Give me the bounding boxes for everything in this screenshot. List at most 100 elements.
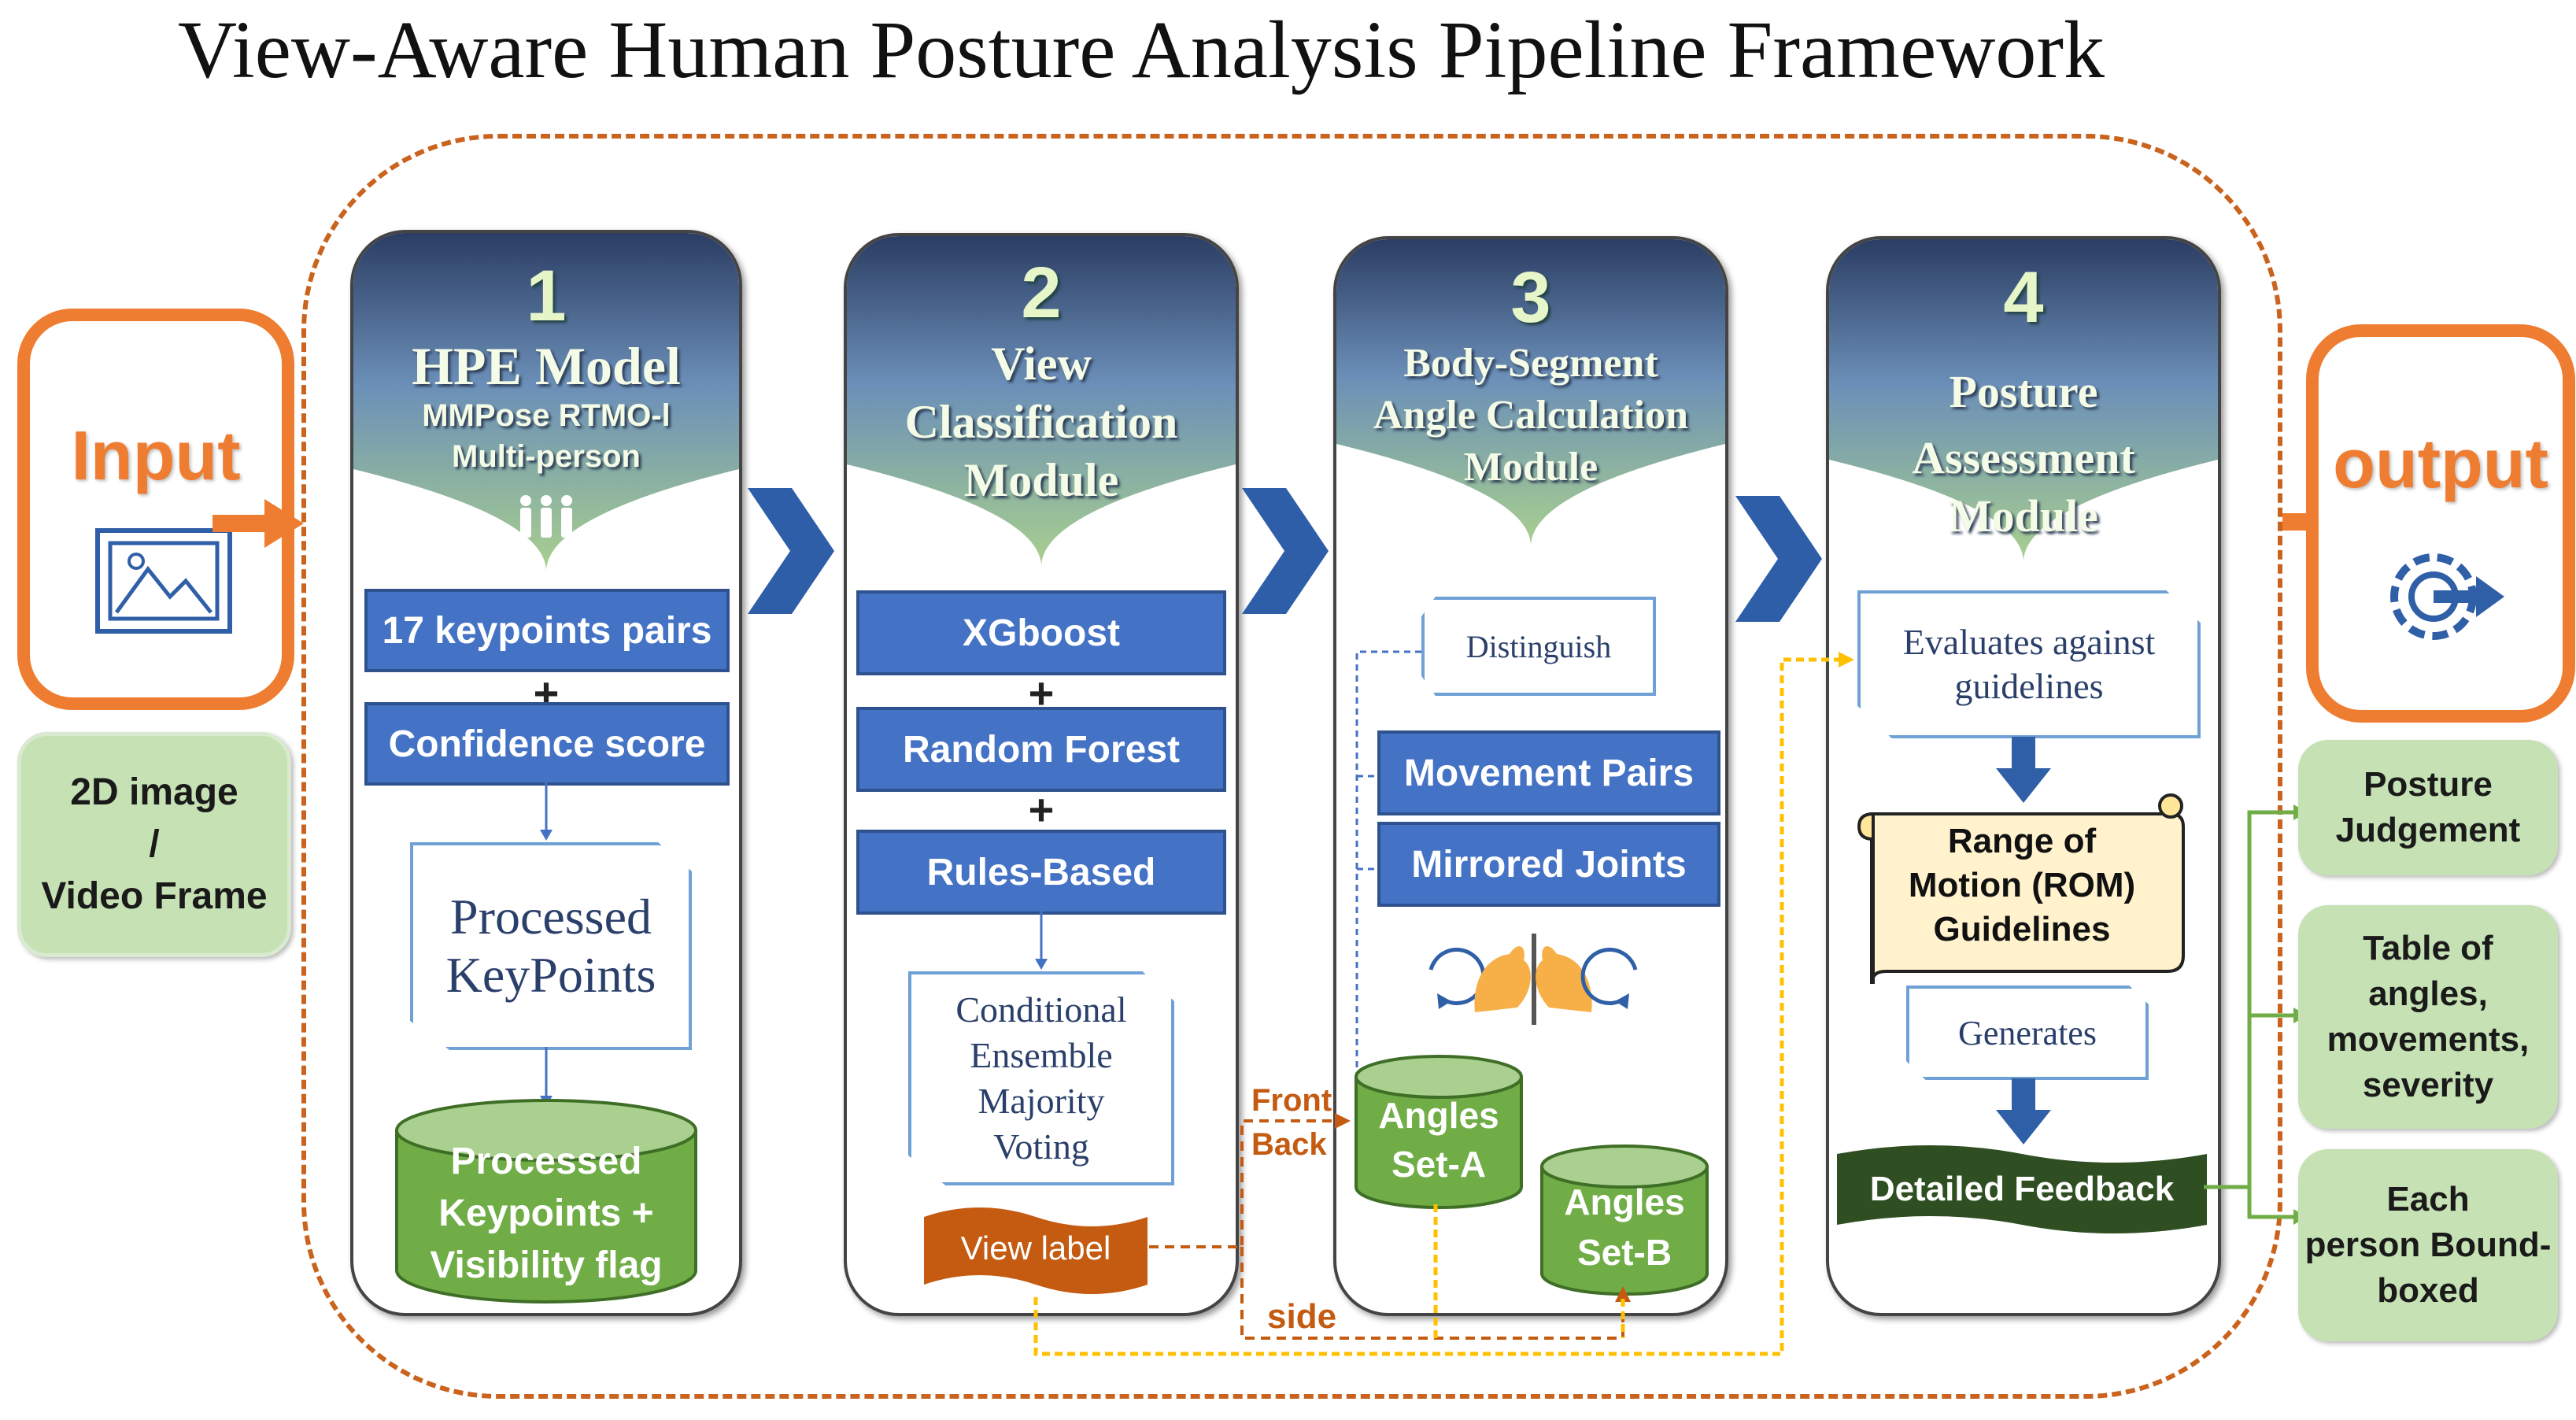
output-angles-table: Table of angles, movements, severity — [2298, 905, 2558, 1129]
processed-keypoints-doc: Processed KeyPoints — [410, 842, 692, 1050]
route-front-label: Front — [1251, 1083, 1332, 1118]
module-header-shape — [1829, 239, 2218, 562]
connector-arrow — [1035, 910, 1048, 970]
doc-line: Processed — [450, 889, 652, 945]
cylinder-label: Visibility flag — [430, 1244, 663, 1286]
module-title: Posture — [1949, 366, 2098, 417]
module-header-shape — [1336, 239, 1725, 546]
route-side-label: side — [1267, 1297, 1337, 1336]
input-note-line: Video Frame — [41, 875, 268, 917]
view-label-banner — [924, 1207, 1148, 1294]
input-note-line: / — [149, 823, 160, 865]
route-back-label: Back — [1251, 1127, 1327, 1162]
module-title: HPE Model — [412, 336, 681, 396]
feedback-banner — [1837, 1145, 2207, 1233]
cylinder-label: Processed — [450, 1141, 642, 1182]
keypoints-cylinder — [395, 1099, 697, 1304]
page-title: View-Aware Human Posture Analysis Pipeli… — [178, 5, 2105, 95]
plus-sign: + — [1028, 785, 1055, 834]
flexed-arms-icon — [1428, 934, 1638, 1025]
module-header-shape — [353, 233, 739, 571]
output-line: boxed — [2377, 1271, 2479, 1310]
doc-line: guidelines — [1954, 666, 2104, 706]
module-title: Assessment — [1912, 432, 2135, 483]
doc-line: KeyPoints — [445, 947, 656, 1003]
doc-line: Voting — [993, 1126, 1089, 1167]
module-posture-assessment: 4 Posture Assessment Module Evaluates ag… — [1826, 236, 2221, 1316]
module-number: 1 — [526, 256, 567, 336]
group-people-icon — [520, 495, 572, 538]
xgboost-box: XGboost — [856, 590, 1226, 675]
random-forest-box: Random Forest — [856, 707, 1226, 792]
cylinder-label: Keypoints + — [438, 1193, 654, 1234]
output-line: person Bound- — [2304, 1226, 2552, 1264]
rom-guidelines-scroll — [1857, 793, 2185, 985]
evaluate-doc: Evaluates against guidelines — [1857, 590, 2201, 738]
chevron-right-icon — [1242, 488, 1329, 614]
module-title: Body-Segment — [1403, 341, 1658, 386]
angles-set-a-cylinder — [1355, 1055, 1523, 1209]
input-note-line: 2D image — [70, 771, 238, 813]
output-line: Table of — [2363, 929, 2493, 967]
confidence-box: Confidence score — [364, 702, 730, 786]
angles-set-b-cylinder — [1540, 1145, 1709, 1296]
output-line: severity — [2362, 1066, 2494, 1104]
output-line: angles, — [2368, 974, 2488, 1013]
scroll-line: Motion (ROM) — [1908, 866, 2136, 904]
module-number: 4 — [2003, 257, 2044, 338]
module-title: Module — [963, 454, 1119, 506]
ensemble-voting-doc: Conditional Ensemble Majority Voting — [908, 971, 1174, 1185]
scroll-line: Range of — [1947, 822, 2097, 860]
output-bounding-boxes: Each person Bound- boxed — [2298, 1149, 2558, 1341]
cylinder-label: Set-B — [1576, 1232, 1672, 1273]
module-title: Module — [1948, 490, 2099, 542]
movement-pairs-box: Movement Pairs — [1377, 730, 1720, 815]
module-number: 3 — [1510, 257, 1551, 338]
export-gear-icon — [2390, 553, 2504, 640]
module-number: 2 — [1021, 253, 1062, 333]
input-box: Input — [17, 309, 294, 710]
chevron-right-icon — [1735, 496, 1822, 622]
mirrored-joints-box: Mirrored Joints — [1377, 822, 1720, 907]
doc-line: Evaluates against — [1902, 622, 2156, 662]
module-view-classification: 2 View Classification Module XGboost + R… — [844, 233, 1239, 1316]
cylinder-label: Angles — [1378, 1095, 1499, 1136]
output-line: Judgement — [2335, 811, 2521, 849]
module-hpe: 1 HPE Model MMPose RTMO-l Multi-person 1… — [350, 230, 742, 1316]
module-title: Angle Calculation — [1373, 393, 1689, 438]
distinguish-doc: Distinguish — [1421, 597, 1656, 696]
input-label: Input — [71, 416, 241, 494]
module-header-shape — [847, 236, 1236, 567]
down-arrow-icon — [1996, 1078, 2051, 1145]
module-title: Module — [1463, 445, 1598, 490]
image-icon — [95, 528, 232, 634]
input-note: 2D image / Video Frame — [17, 732, 291, 957]
scroll-line: Guidelines — [1933, 910, 2111, 949]
view-label-text: View label — [960, 1230, 1111, 1267]
module-subtitle: MMPose RTMO-l — [422, 398, 671, 433]
output-line: Each — [2386, 1180, 2470, 1218]
chevron-right-icon — [748, 488, 834, 614]
module-angle-calculation: 3 Body-Segment Angle Calculation Module … — [1333, 236, 1728, 1316]
output-line: movements, — [2327, 1020, 2530, 1059]
doc-line: Majority — [978, 1081, 1105, 1121]
feedback-text: Detailed Feedback — [1869, 1170, 2175, 1208]
output-label: output — [2333, 424, 2548, 502]
output-posture-judgement: Posture Judgement — [2298, 740, 2558, 875]
rules-based-box: Rules-Based — [856, 830, 1226, 915]
cylinder-label: Angles — [1564, 1181, 1685, 1222]
input-arrow-icon — [213, 499, 304, 548]
module-title: View — [991, 338, 1092, 390]
output-box: output — [2306, 324, 2575, 723]
doc-line: Ensemble — [970, 1035, 1113, 1075]
module-subtitle: Multi-person — [452, 439, 641, 474]
connector-arrow — [540, 779, 553, 841]
keypoints-box: 17 keypoints pairs — [364, 589, 730, 672]
pipeline-frame — [301, 134, 2282, 1399]
output-line: Posture — [2363, 765, 2493, 804]
generates-doc: Generates — [1906, 985, 2149, 1080]
doc-line: Conditional — [955, 989, 1127, 1030]
module-title: Classification — [904, 396, 1178, 448]
cylinder-label: Set-A — [1391, 1144, 1487, 1185]
